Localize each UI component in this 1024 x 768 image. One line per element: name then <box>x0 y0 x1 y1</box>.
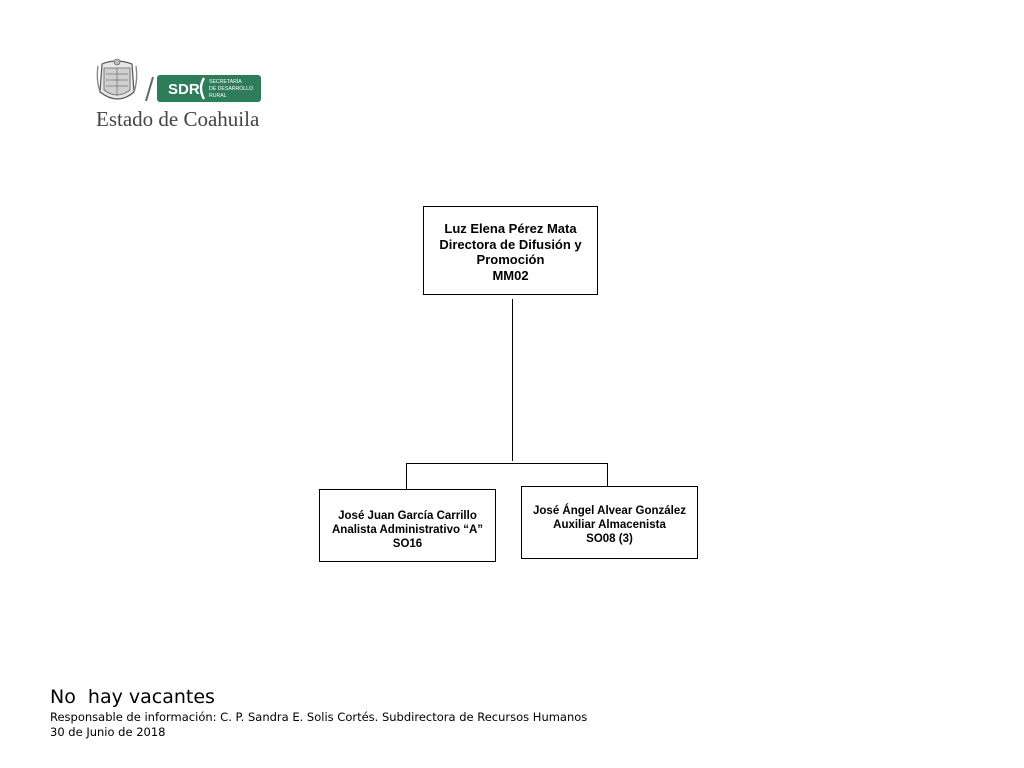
date-note: 30 de Junio de 2018 <box>50 725 166 739</box>
org-node-director: Luz Elena Pérez Mata Directora de Difusi… <box>423 206 598 295</box>
analyst-title: Analista Administrativo “A” <box>331 524 484 536</box>
analyst-code: SO16 <box>392 538 423 550</box>
auxiliar-code: SO08 (3) <box>586 533 633 545</box>
vacancies-note: No hay vacantes <box>50 686 215 708</box>
analyst-name: José Juan García Carrillo <box>338 510 477 522</box>
responsible-note: Responsable de información: C. P. Sandra… <box>50 710 588 724</box>
org-node-analyst: José Juan García Carrillo Analista Admin… <box>319 489 496 562</box>
sdr-badge-subtext-1: SECRETARÍA <box>209 78 242 85</box>
sdr-badge-text: SDR <box>168 81 200 98</box>
auxiliar-name: José Ángel Alvear González <box>533 505 686 517</box>
sdr-badge-subtext-3: RURAL <box>209 93 227 99</box>
logo-wordmark: Estado de Coahuila <box>96 107 260 130</box>
connector-line-right-drop <box>607 463 608 486</box>
director-name: Luz Elena Pérez Mata <box>444 221 577 236</box>
sdr-coahuila-logo: SDR SECRETARÍA DE DESARROLLO RURAL Estad… <box>96 58 261 130</box>
connector-line-left-drop <box>406 463 407 489</box>
director-code: MM02 <box>492 267 529 283</box>
director-title-line1: Directora de Difusión y <box>439 236 582 252</box>
connector-line-horizontal <box>406 463 608 464</box>
logo-divider-slash <box>145 76 154 102</box>
coahuila-coat-of-arms-icon <box>96 58 138 100</box>
sdr-badge-subtext-2: DE DESARROLLO <box>209 86 253 92</box>
connector-line-vertical <box>512 299 513 461</box>
auxiliar-title: Auxiliar Almacenista <box>553 519 666 531</box>
director-title-line2: Promoción <box>476 252 545 267</box>
org-node-auxiliar: José Ángel Alvear González Auxiliar Alma… <box>521 486 698 559</box>
sdr-badge: SDR SECRETARÍA DE DESARROLLO RURAL <box>157 75 261 102</box>
